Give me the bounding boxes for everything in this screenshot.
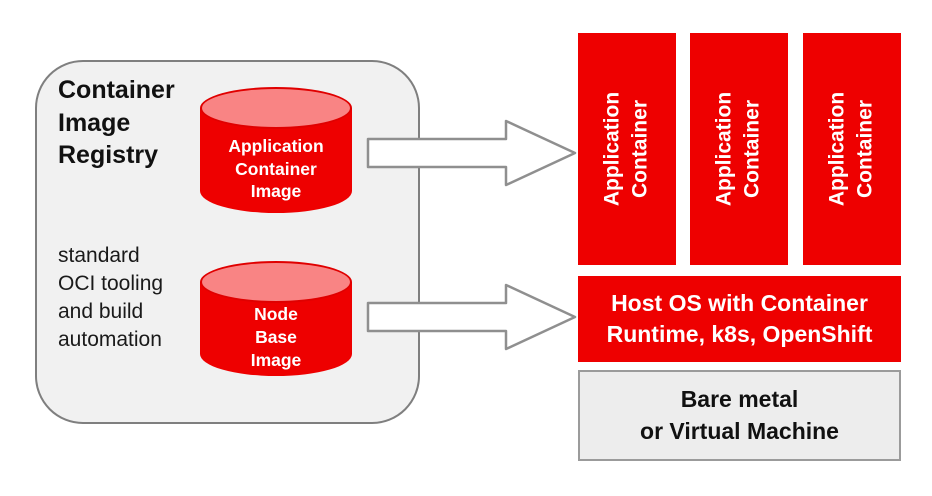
node-base-image-cylinder: Node Base Image	[200, 261, 352, 376]
application-container-column-1: Application Container	[578, 33, 676, 265]
cylinder-label: Node Base Image	[250, 304, 302, 370]
arrow-shape	[366, 119, 577, 187]
bare-metal-vm-box: Bare metal or Virtual Machine	[578, 370, 901, 461]
host-os-box: Host OS with Container Runtime, k8s, Ope…	[578, 276, 901, 362]
cylinder-top-ellipse	[200, 87, 352, 129]
cylinder-top-ellipse	[200, 261, 352, 303]
application-container-column-2: Application Container	[690, 33, 788, 265]
registry-title: Container Image Registry	[58, 76, 175, 169]
application-container-label: Application Container	[712, 91, 764, 207]
registry-subtitle: standard OCI tooling and build automatio…	[58, 244, 164, 351]
application-container-image-cylinder: Application Container Image	[200, 87, 352, 213]
arrow-shape	[366, 283, 577, 351]
flow-arrow-top	[366, 119, 577, 187]
application-container-column-3: Application Container	[803, 33, 901, 265]
application-container-label: Application Container	[600, 91, 652, 207]
flow-arrow-bottom	[366, 283, 577, 351]
application-container-label: Application Container	[825, 91, 877, 207]
cylinder-label: Application Container Image	[228, 135, 324, 202]
